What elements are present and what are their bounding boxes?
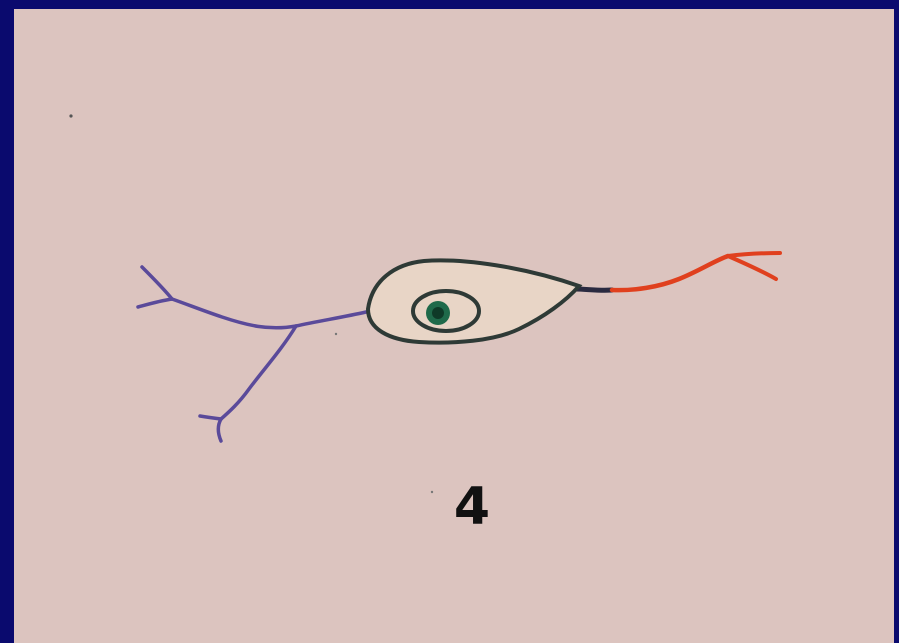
dendrite-upper-branch-1 — [142, 267, 172, 299]
speck-1 — [69, 114, 72, 117]
dendrite-upper-branch-2 — [138, 299, 172, 307]
dendrite-lower-branch — [221, 326, 296, 419]
axon — [576, 253, 780, 290]
axon-shaft — [612, 256, 728, 290]
speck-2 — [335, 333, 337, 335]
axon-terminal-1 — [728, 253, 780, 256]
speck-3 — [431, 491, 433, 493]
dendrite-lower-tip-1 — [218, 419, 221, 441]
figure-number: 4 — [442, 481, 502, 533]
dendrite-lower-tip-2 — [200, 416, 221, 419]
axon-terminal-2 — [728, 256, 776, 279]
neuron-drawing — [14, 9, 894, 643]
dendrite-main — [172, 299, 366, 328]
axon-hillock — [576, 289, 612, 290]
nucleolus-core — [432, 307, 444, 319]
dendrite-tree — [138, 267, 366, 441]
slide-panel: 4 — [14, 9, 894, 643]
